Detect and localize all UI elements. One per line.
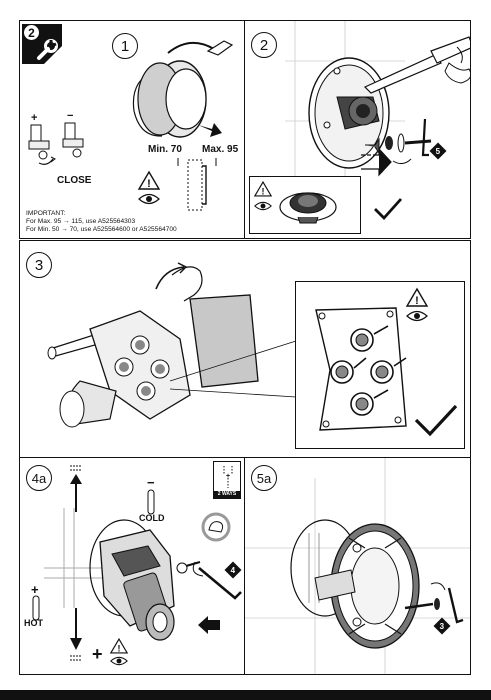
two-ways-label: 2 WAYS <box>214 491 240 498</box>
sealant-gun-drawing <box>363 36 470 94</box>
wrench-icon <box>37 39 58 60</box>
svg-text:+: + <box>31 112 37 124</box>
zoom-lines <box>169 340 297 398</box>
push-arrow-icon <box>198 616 220 634</box>
hand-tighten-icon <box>201 512 231 542</box>
important-line-1: For Max. 95 → 115, use A525564303 <box>26 218 136 225</box>
step4a-panel: 4a + 2 WAYS − COLD + HOT <box>19 457 245 675</box>
valves-close-drawing: + − <box>28 110 84 165</box>
checkmark-icon <box>374 198 403 221</box>
svg-text:!: ! <box>147 178 151 190</box>
important-line-2: For Min. 50 → 70, use A525564600 or A525… <box>26 226 177 233</box>
svg-text:+: + <box>226 473 230 480</box>
screw-hexkey-drawing <box>404 582 464 624</box>
step-4a-label: 4a <box>26 465 52 491</box>
footer-bar <box>0 690 491 700</box>
step-5a-label: 5a <box>251 465 277 491</box>
cold-pipe-icon <box>147 489 155 515</box>
step5a-panel: 5a 3 <box>244 457 471 675</box>
eye-icon <box>110 656 128 666</box>
step2-right-panel: 2 5 <box>244 20 471 239</box>
step-number-2: 2 <box>23 24 40 41</box>
min-70-label: Min. 70 <box>148 144 182 155</box>
hex-key-drawing <box>192 561 242 600</box>
protective-film-drawing <box>155 262 259 388</box>
outlet-down-arrow-icon <box>70 608 82 661</box>
step3-panel: 3 <box>19 240 471 458</box>
warning-icon: ! <box>109 637 129 654</box>
hot-plus: + <box>31 582 39 597</box>
hot-pipe-icon <box>32 595 40 621</box>
valve-unit-drawing <box>99 529 201 641</box>
important-title: IMPORTANT: <box>26 210 66 217</box>
cold-label: COLD <box>139 513 165 523</box>
hot-label: HOT <box>24 618 43 628</box>
warning-icon: ! <box>253 180 273 197</box>
two-ways-box: + 2 WAYS <box>213 461 241 499</box>
plate-with-seals-drawing <box>315 307 407 431</box>
svg-text:!: ! <box>262 186 265 196</box>
outlet-up-arrow-icon <box>70 465 82 512</box>
checkmark-icon <box>414 404 458 437</box>
outlets-icon: + <box>223 466 233 488</box>
sub-step-2: 2 <box>251 32 277 58</box>
plus-sign: + <box>92 644 103 664</box>
correct-inset: ! <box>249 176 361 234</box>
sealed-valve-drawing <box>279 192 337 224</box>
sub-step-1: 1 <box>112 33 138 59</box>
push-arrow-icon <box>361 147 392 177</box>
close-label: CLOSE <box>57 175 92 186</box>
warning-icon: ! <box>405 287 429 307</box>
valve-body-drawing <box>47 310 191 428</box>
protection-cap-drawing <box>132 40 234 138</box>
svg-text:−: − <box>67 110 73 122</box>
svg-text:!: ! <box>415 295 419 307</box>
trim-plate-drawing <box>314 523 420 649</box>
eye-icon <box>406 310 428 322</box>
svg-text:!: ! <box>118 643 121 653</box>
eye-icon <box>254 201 272 211</box>
eye-icon <box>138 193 160 205</box>
warning-icon: ! <box>137 170 161 190</box>
wall-dimension-drawing <box>177 158 217 211</box>
plate-detail-inset: ! <box>295 281 465 449</box>
screw-hexkey-drawing <box>365 118 432 165</box>
max-95-label: Max. 95 <box>202 144 239 155</box>
step2-left-panel: 2 1 + − CLO <box>19 20 245 239</box>
step-3-label: 3 <box>26 252 52 278</box>
cold-minus: − <box>147 475 155 490</box>
